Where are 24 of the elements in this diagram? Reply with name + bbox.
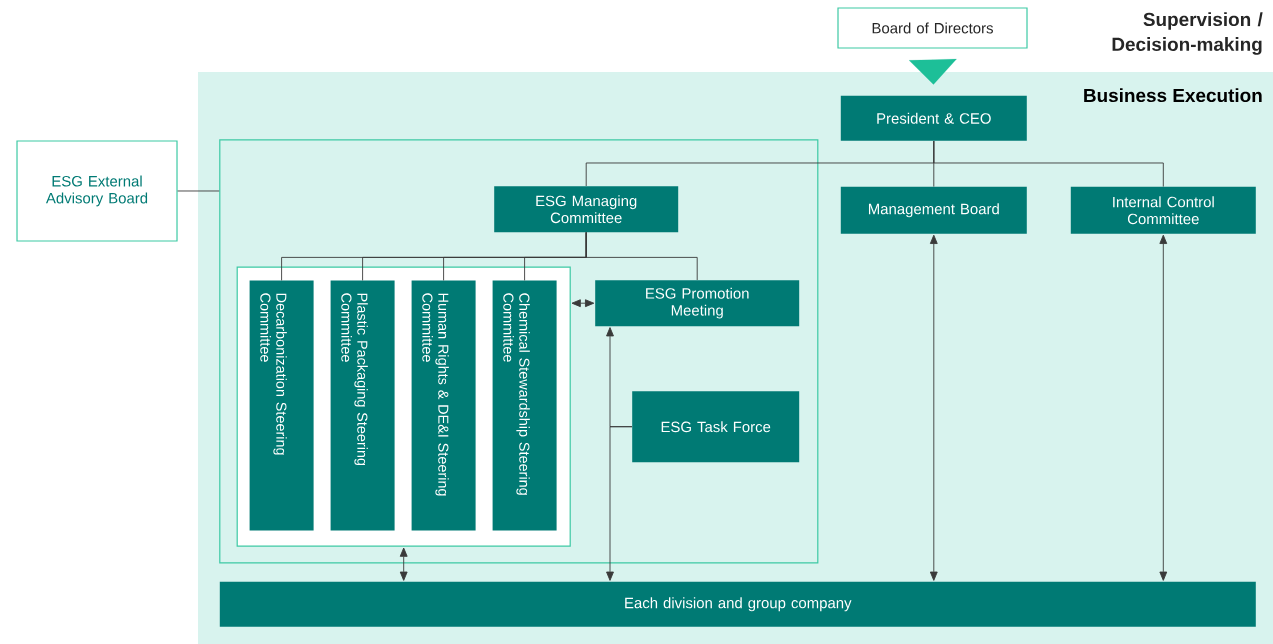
- arrow: [571, 299, 595, 308]
- connector-line: [933, 140, 1164, 188]
- org-box: ESG Task Force: [632, 391, 800, 463]
- org-box: Each division and group company: [219, 581, 1256, 627]
- committee-box: Human Rights & DE&I Steering Committee: [411, 280, 476, 531]
- arrow: [929, 234, 938, 581]
- connector-line: [177, 190, 220, 192]
- org-box: ESG External Advisory Board: [16, 140, 178, 242]
- connector-line: [585, 231, 698, 281]
- org-box: Board of Directors: [837, 7, 1028, 49]
- org-box: Internal Control Committee: [1070, 186, 1256, 234]
- committee-box: Decarbonization Steering Committee: [249, 280, 314, 531]
- committee-box: Chemical Stewardship Steering Committee: [492, 280, 557, 531]
- committee-box: Plastic Packaging Steering Committee: [330, 280, 395, 531]
- section-heading: Supervision / Decision-making: [1112, 12, 1263, 55]
- org-box: President & CEO: [840, 95, 1027, 141]
- arrow: [606, 426, 633, 581]
- triangle-arrow: [908, 58, 957, 85]
- arrow: [399, 547, 408, 581]
- org-box: ESG Managing Committee: [494, 186, 679, 233]
- org-box: Management Board: [840, 186, 1027, 234]
- org-box: ESG Promotion Meeting: [595, 280, 800, 327]
- group-frame: [219, 139, 819, 564]
- arrow: [1159, 234, 1168, 581]
